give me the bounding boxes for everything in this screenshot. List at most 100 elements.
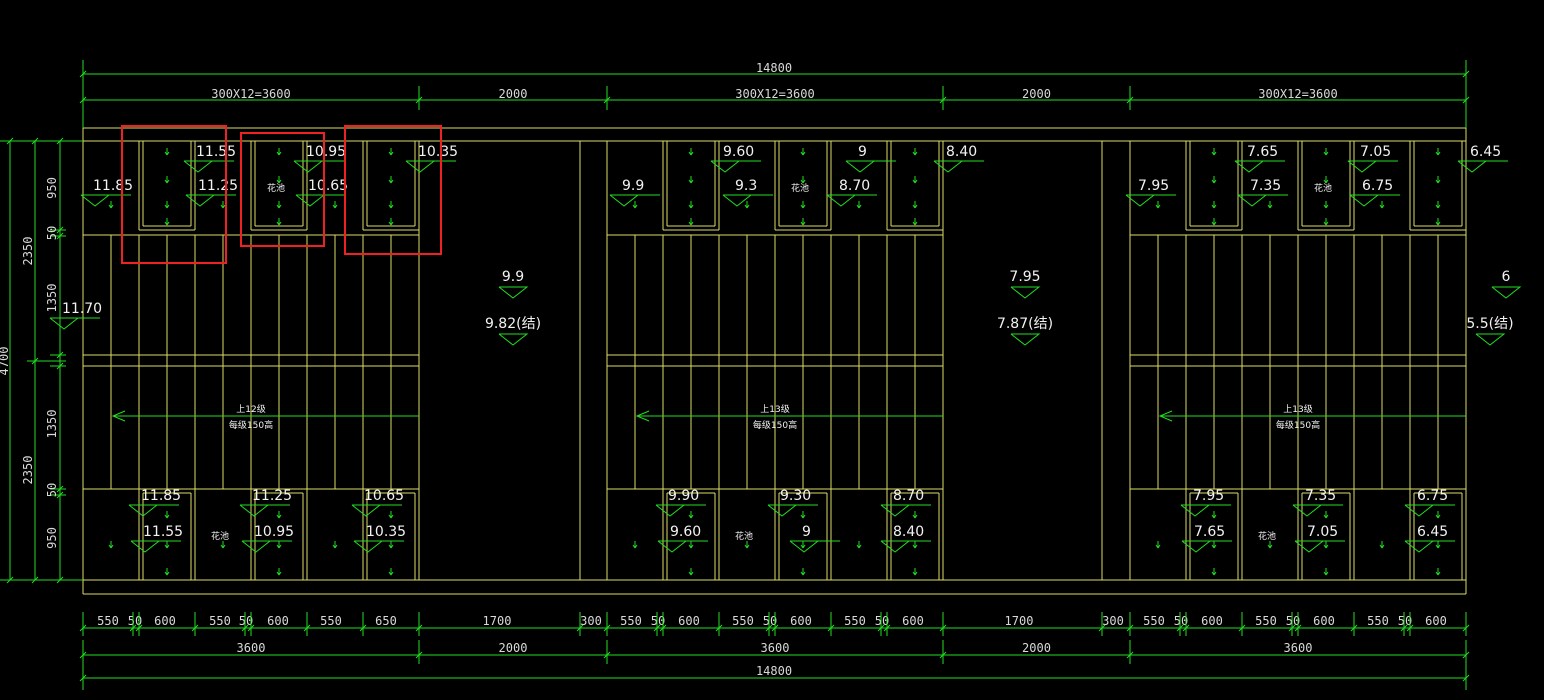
- planter-label: 花池: [1258, 530, 1276, 542]
- dim-segment-top: 300X12=3600: [211, 87, 290, 101]
- elevation-bottom: 9.60: [670, 524, 701, 540]
- elevation-triangle: [241, 540, 272, 553]
- elevation-triangle: [655, 504, 686, 517]
- drain-arrow: [1267, 204, 1271, 209]
- drain-arrow: [388, 204, 392, 209]
- drain-arrow: [744, 204, 748, 209]
- elevation-bottom: 11.85: [141, 488, 181, 504]
- elevation-triangle: [1347, 160, 1378, 173]
- drain-arrow: [1325, 151, 1329, 156]
- elevation-bottom: 10.95: [254, 524, 294, 540]
- dim-detail-bottom: 50: [1174, 614, 1188, 628]
- elevation-triangle: [130, 540, 161, 553]
- dim-tick: [31, 357, 39, 365]
- drain-arrow: [1213, 179, 1217, 184]
- dim-left-inner: 1350: [45, 284, 59, 313]
- drain-arrow: [688, 571, 692, 576]
- elevation-triangle: [609, 194, 640, 207]
- drain-arrow: [858, 544, 862, 549]
- drain-arrow: [914, 544, 918, 549]
- drain-arrow: [688, 151, 692, 156]
- stair-up-note: 上12级: [236, 403, 265, 415]
- drain-arrow: [802, 151, 806, 156]
- drain-arrow: [1435, 544, 1439, 549]
- drain-arrow: [164, 514, 168, 519]
- elevation-bottom: 9.90: [668, 488, 699, 504]
- elevation-bottom: 9: [802, 524, 811, 540]
- drain-arrow: [166, 221, 170, 226]
- drain-arrow: [276, 514, 280, 519]
- dim-detail-bottom: 600: [1313, 614, 1335, 628]
- drain-arrow: [802, 571, 806, 576]
- dim-detail-bottom: 1700: [1005, 614, 1034, 628]
- drain-arrow: [856, 204, 860, 209]
- drain-arrow: [1437, 204, 1441, 209]
- dim-tick: [6, 576, 14, 584]
- dim-tick: [31, 137, 39, 145]
- elevation-top: 8.40: [946, 144, 977, 160]
- drain-arrow: [914, 179, 918, 184]
- drain-arrow: [1211, 544, 1215, 549]
- elevation-triangle: [880, 540, 911, 553]
- drain-arrow: [1213, 571, 1217, 576]
- drain-arrow: [1267, 544, 1271, 549]
- drain-arrow: [1213, 544, 1217, 549]
- dim-detail-bottom: 50: [1398, 614, 1412, 628]
- dim-left-inner: 50: [45, 226, 59, 240]
- dim-detail-bottom: 50: [651, 614, 665, 628]
- drain-arrow: [276, 221, 280, 226]
- elevation-markers: [49, 160, 1522, 553]
- drain-arrow: [1325, 514, 1329, 519]
- drain-arrow: [914, 151, 918, 156]
- drain-arrow: [278, 544, 282, 549]
- drain-arrow: [1155, 544, 1159, 549]
- drain-arrow: [1211, 179, 1215, 184]
- elevation-bottom: 6.75: [1417, 488, 1448, 504]
- elevation-top: 10.35: [418, 144, 458, 160]
- elevation-triangle: [1010, 333, 1041, 346]
- drain-arrow: [1157, 544, 1161, 549]
- elevation-top: 9: [858, 144, 867, 160]
- structure-outline: [82, 127, 1467, 595]
- drain-arrow: [690, 571, 694, 576]
- elevation-bottom: 9.30: [780, 488, 811, 504]
- elevation-triangle: [293, 160, 324, 173]
- drain-arrow: [166, 514, 170, 519]
- drain-arrow: [164, 221, 168, 226]
- elevation-triangle: [498, 286, 529, 299]
- drain-arrow: [278, 514, 282, 519]
- drain-arrow: [1211, 571, 1215, 576]
- elevation-triangle: [183, 160, 214, 173]
- elevation-triangle: [1491, 286, 1522, 299]
- elevation-triangle: [498, 333, 529, 346]
- drain-arrow: [690, 204, 694, 209]
- drain-arrow: [1269, 204, 1273, 209]
- drain-arrow: [912, 544, 916, 549]
- elevation-top: 11.55: [196, 144, 236, 160]
- elevation-top: 7.35: [1250, 178, 1281, 194]
- elevation-triangle: [405, 160, 436, 173]
- drain-arrow: [390, 221, 394, 226]
- drain-arrow: [1323, 179, 1327, 184]
- elevation-triangle: [49, 317, 80, 330]
- drain-arrow: [1325, 221, 1329, 226]
- drain-arrow: [1323, 151, 1327, 156]
- elevation-triangle: [185, 194, 216, 207]
- dim-detail-bottom: 50: [239, 614, 253, 628]
- dim-left-inner: 50: [45, 483, 59, 497]
- drain-arrow: [800, 571, 804, 576]
- drain-arrow: [912, 179, 916, 184]
- stair-up-note: 上13级: [760, 403, 789, 415]
- drain-arrow: [912, 151, 916, 156]
- drain-arrow: [390, 151, 394, 156]
- drain-arrow: [914, 571, 918, 576]
- dim-detail-bottom: 550: [97, 614, 119, 628]
- elevation-left: 11.70: [62, 301, 102, 317]
- elevation-bottom: 6.45: [1417, 524, 1448, 540]
- drain-arrow: [390, 514, 394, 519]
- highlight-box: [240, 132, 325, 247]
- drain-arrow: [914, 204, 918, 209]
- dim-segment-top: 2000: [1022, 87, 1051, 101]
- drain-arrow: [1325, 204, 1329, 209]
- elevation-bottom: 10.65: [364, 488, 404, 504]
